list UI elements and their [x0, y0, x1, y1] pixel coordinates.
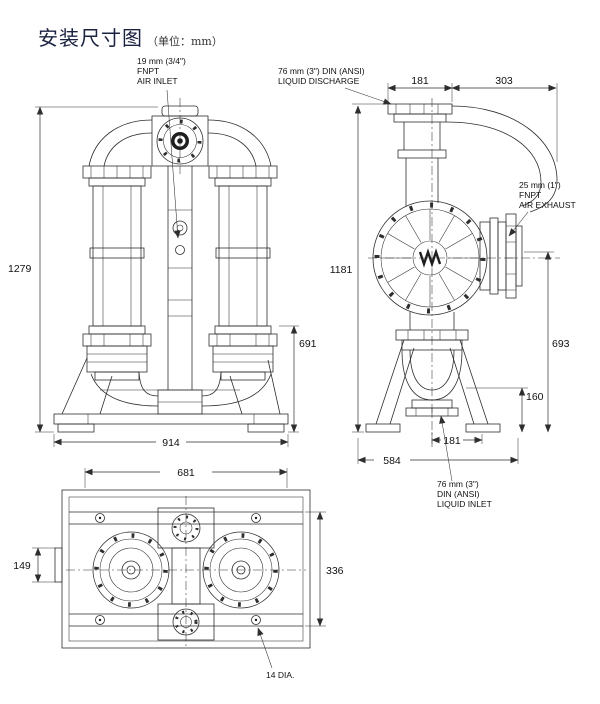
side-view-dimensions: 181 303 1181 693 160 181 584	[330, 75, 570, 467]
side-dim-right: 693	[552, 338, 570, 350]
side-dim-foot: 160	[526, 391, 544, 403]
liquid-discharge-callout: 76 mm (3") DIN (ANSI) LIQUID DISCHARGE	[278, 66, 392, 105]
leader-line	[344, 87, 392, 105]
side-view: 181 303 1181 693 160 181 584 76 mm (3") …	[278, 66, 576, 509]
air-inlet-label-line2: FNPT	[137, 66, 159, 76]
leader-line	[166, 89, 181, 239]
top-view: 681 149 336 14 DIA.	[13, 467, 343, 680]
mounting-holes	[95, 513, 261, 625]
air-inlet-callout: 19 mm (3/4") FNPT AIR INLET	[137, 56, 186, 239]
hole-diameter-label: 14 DIA.	[266, 670, 294, 680]
air-inlet-label-line3: AIR INLET	[137, 76, 178, 86]
front-view-linework	[53, 98, 289, 433]
liquid-inlet-label-line3: LIQUID INLET	[437, 499, 492, 509]
leader-line	[439, 415, 453, 482]
top-dim-right: 336	[326, 565, 344, 577]
front-dim-height: 1279	[8, 263, 32, 275]
leader-line	[508, 211, 529, 237]
front-dim-discharge-height: 691	[299, 338, 317, 350]
top-dim-width: 681	[177, 467, 195, 479]
front-view: 1279 691 914 19 mm (3/4") FNPT AIR INLET	[8, 56, 317, 449]
top-view-dimensions: 681 149 336	[13, 467, 344, 627]
liquid-discharge-label-line1: 76 mm (3") DIN (ANSI)	[278, 66, 365, 76]
side-dim-top-left: 181	[411, 75, 429, 87]
page-header: 安装尺寸图 （单位：mm）	[38, 22, 223, 51]
air-exhaust-label-line2: FNPT	[519, 190, 541, 200]
side-dim-top-right: 303	[495, 75, 513, 87]
air-exhaust-label-line3: AIR EXHAUST	[519, 200, 576, 210]
liquid-inlet-callout: 76 mm (3") DIN (ANSI) LIQUID INLET	[437, 415, 492, 509]
leader-line	[257, 627, 273, 669]
hole-diameter-callout: 14 DIA.	[257, 627, 294, 680]
air-exhaust-callout: 25 mm (1") FNPT AIR EXHAUST	[508, 180, 576, 237]
top-dim-left: 149	[13, 560, 31, 572]
liquid-inlet-label-line2: DIN (ANSI)	[437, 489, 480, 499]
side-dim-height: 1181	[330, 264, 353, 276]
air-inlet-label-line1: 19 mm (3/4")	[137, 56, 186, 66]
side-dim-bottom-center: 181	[443, 435, 461, 447]
front-dim-width: 914	[162, 437, 180, 449]
front-view-dimensions: 1279 691 914	[8, 106, 317, 449]
air-exhaust-label-line1: 25 mm (1")	[519, 180, 561, 190]
air-exhaust-flange	[479, 213, 523, 299]
side-dim-base-width: 584	[383, 455, 401, 467]
top-view-linework	[54, 489, 311, 649]
liquid-inlet-label-line1: 76 mm (3")	[437, 479, 479, 489]
unit-note: （单位：mm）	[147, 35, 223, 48]
liquid-discharge-label-line2: LIQUID DISCHARGE	[278, 76, 360, 86]
side-view-linework	[365, 98, 560, 448]
page-title: 安装尺寸图	[38, 26, 143, 50]
